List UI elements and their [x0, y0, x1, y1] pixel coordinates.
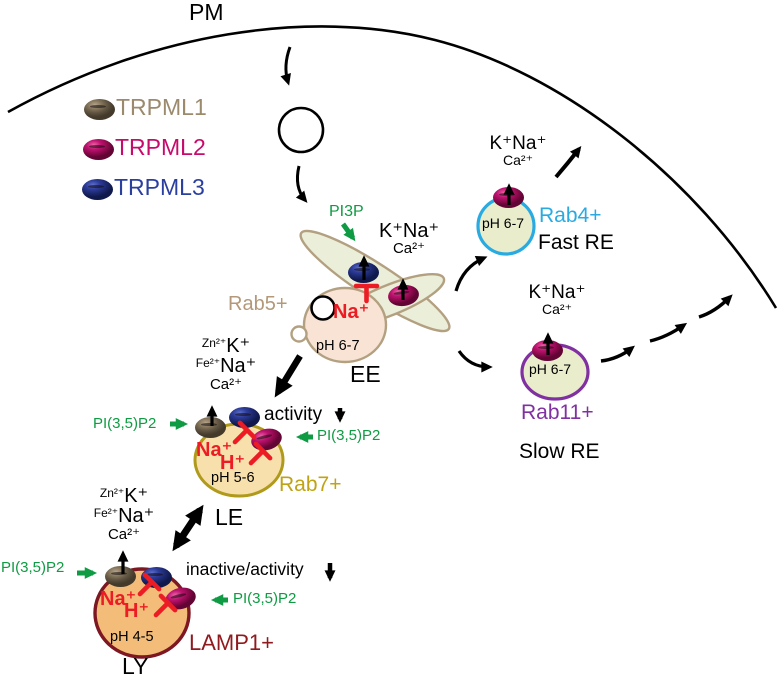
le-h-label: H⁺: [220, 452, 245, 474]
arrow-vesicle-to-ee: [295, 165, 308, 203]
arrow-le-ly-bidirectional: [172, 504, 204, 552]
le-ion-fe: Fe²⁺: [195, 356, 221, 371]
arrow-ee-to-le: [274, 354, 303, 398]
le-trpml3-channel: [229, 407, 260, 428]
le-rab7-label: Rab7+: [279, 473, 342, 496]
ly-ion-fe: Fe²⁺: [93, 506, 119, 521]
ly-ion-ca: Ca²⁺: [107, 525, 141, 543]
ly-inhibition-t2: [153, 593, 178, 618]
ly-name-label: LY: [122, 653, 149, 679]
lysosome-shape: [93, 567, 191, 659]
le-ion-zn: Zn²⁺: [201, 336, 227, 350]
le-activity-label: activity: [264, 404, 323, 425]
le-ion-block: Zn²⁺K⁺ Fe²⁺Na⁺ Ca²⁺: [184, 336, 268, 392]
ly-pi35p2-right-label: PI(3,5)P2: [233, 590, 297, 607]
ly-na-label: Na⁺: [100, 588, 137, 610]
arrow-slowre-exocytosis-1: [600, 345, 635, 363]
legend-trpml1-icon: [84, 99, 115, 120]
legend-trpml2-label: TRPML2: [115, 134, 206, 160]
le-trpml1-channel: [195, 417, 226, 438]
fastre-ph-label: pH 6-7: [482, 215, 525, 231]
fastre-ions-ca: Ca²⁺: [503, 152, 533, 169]
ee-intraluminal-vesicle: [310, 295, 336, 321]
arrow-pm-to-vesicle: [280, 46, 292, 86]
legend-trpml3-icon: [82, 179, 113, 200]
ee-ions-ca: Ca²⁺: [392, 240, 426, 258]
ee-rab5-label: Rab5+: [228, 293, 288, 315]
legend-trpml3-label: TRPML3: [114, 174, 205, 200]
le-ion-k: K⁺: [226, 335, 251, 357]
arrow-slowre-exocytosis-2: [649, 322, 688, 343]
le-inhibition-t1: [232, 420, 257, 445]
ly-ion-na: Na⁺: [118, 505, 155, 528]
arrow-ee-to-fastre: [454, 256, 488, 292]
le-ion-na: Na⁺: [220, 355, 257, 378]
slowre-ph-label: pH 6-7: [529, 361, 572, 377]
arrow-slowre-exocytosis-3: [698, 294, 733, 319]
ee-pi3p-label: PI3P: [329, 203, 364, 220]
ee-ph-label: pH 6-7: [316, 338, 360, 354]
le-ph-label: pH 5-6: [211, 470, 255, 486]
ly-ion-block: Zn²⁺K⁺ Fe²⁺Na⁺ Ca²⁺: [82, 486, 166, 542]
plasma-membrane-curve: [7, 25, 778, 309]
le-pi35p2-left-label: PI(3,5)P2: [93, 415, 157, 432]
lipid-arrows: [77, 222, 356, 606]
ly-h-label: H⁺: [124, 600, 149, 622]
fastre-ions-k-na: K⁺Na⁺: [489, 133, 547, 154]
le-pi35p2-right-label: PI(3,5)P2: [317, 427, 381, 444]
slowre-ions-ca: Ca²⁺: [542, 301, 572, 318]
ee-ions-k-na: K⁺Na⁺: [378, 220, 440, 242]
ly-pi35p2-left-label: PI(3,5)P2: [1, 559, 65, 576]
slowre-rab11-label: Rab11+: [521, 401, 594, 424]
legend-trpml1-label: TRPML1: [116, 94, 207, 120]
slowre-ion-block: K⁺Na⁺ Ca²⁺: [517, 283, 597, 317]
ly-ph-label: pH 4-5: [110, 629, 154, 645]
le-na-label: Na⁺: [196, 439, 233, 461]
ee-pi3p-arrow: [340, 222, 356, 242]
ly-ion-k: K⁺: [124, 485, 149, 507]
ee-inhibition-t: [353, 283, 380, 304]
le-ion-ca: Ca²⁺: [209, 375, 243, 393]
inhibition-t-bars: [137, 283, 380, 618]
slowre-ions-k-na: K⁺Na⁺: [528, 282, 586, 303]
fastre-ion-block: K⁺Na⁺ Ca²⁺: [478, 134, 558, 168]
ly-ion-zn: Zn²⁺: [99, 486, 125, 500]
ee-name-label: EE: [350, 361, 381, 387]
ion-efflux-arrows: [117, 183, 554, 574]
endocytic-vesicle: [277, 106, 325, 154]
fastre-rab4-label: Rab4+: [539, 204, 602, 227]
ee-ion-block: K⁺Na⁺ Ca²⁺: [369, 221, 449, 257]
ee-membrane-notch: [290, 325, 308, 343]
ee-na-label: Na⁺: [333, 301, 370, 323]
ly-lamp1-label: LAMP1+: [189, 630, 274, 655]
ly-inhibition-t1: [137, 572, 162, 597]
le-inhibition-t2: [248, 441, 273, 466]
fastre-name-label: Fast RE: [538, 231, 614, 254]
ly-trpml1-channel: [105, 566, 136, 587]
slowre-name-label: Slow RE: [519, 440, 600, 463]
pm-label: PM: [189, 0, 224, 25]
arrow-ee-to-slowre: [457, 350, 493, 373]
le-name-label: LE: [215, 504, 244, 530]
ly-activity-label: inactive/activity: [186, 559, 304, 579]
arrow-fastre-to-pm: [554, 146, 582, 179]
legend-trpml2-icon: [83, 139, 114, 160]
